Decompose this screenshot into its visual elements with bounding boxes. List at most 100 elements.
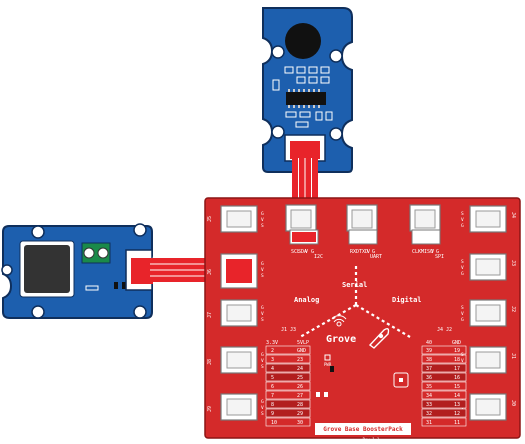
svg-text:V: V bbox=[261, 405, 264, 411]
board-title: Grove Base BoosterPack bbox=[323, 426, 403, 433]
pin-number: 33 bbox=[426, 402, 432, 408]
pin-row bbox=[265, 381, 311, 391]
svg-text:S: S bbox=[261, 223, 264, 229]
svg-text:S: S bbox=[261, 273, 264, 279]
pin-row bbox=[421, 345, 467, 355]
pin-label: TXD bbox=[359, 249, 368, 255]
pin-number: 25 bbox=[297, 375, 303, 381]
pwr-led bbox=[324, 354, 331, 361]
svg-text:V: V bbox=[461, 265, 464, 271]
label-digital: Digital bbox=[392, 296, 422, 304]
mount-hole bbox=[133, 223, 147, 237]
cable-plug bbox=[131, 258, 153, 284]
svg-text:3.3V: 3.3V bbox=[266, 340, 278, 346]
header-label-i2c: I2C bbox=[314, 254, 323, 260]
svg-text:G: G bbox=[461, 317, 464, 323]
svg-text:J3: J3 bbox=[510, 260, 516, 266]
svg-text:S: S bbox=[461, 259, 464, 265]
svg-text:PWR: PWR bbox=[324, 362, 332, 367]
mount-hole bbox=[1, 264, 13, 276]
svg-text:V: V bbox=[261, 217, 264, 223]
svg-text:J9: J9 bbox=[207, 406, 213, 412]
mount-hole bbox=[329, 127, 343, 141]
pin-row bbox=[421, 408, 467, 418]
pin-number: 13 bbox=[454, 402, 460, 408]
pin-number: 23 bbox=[297, 357, 303, 363]
pin-number: 16 bbox=[454, 375, 460, 381]
svg-text:G: G bbox=[461, 271, 464, 277]
header-label-spi: SPI bbox=[435, 254, 444, 260]
right-port-j3: J3 SVG bbox=[461, 253, 516, 281]
pin-label: V bbox=[431, 249, 434, 255]
svg-text:J7: J7 bbox=[207, 312, 213, 318]
pin-number: 12 bbox=[454, 411, 460, 417]
right-port-j2: J2 SVG bbox=[461, 299, 516, 327]
pin-row bbox=[265, 345, 311, 355]
pin-number: 3 bbox=[271, 357, 274, 363]
mount-hole bbox=[31, 305, 45, 319]
pin-number: 4 bbox=[271, 366, 274, 372]
pin-number: 6 bbox=[271, 384, 274, 390]
pin-row bbox=[265, 363, 311, 373]
svg-text:G: G bbox=[261, 261, 264, 267]
pin-label: V bbox=[367, 249, 370, 255]
board-title-plate bbox=[315, 423, 411, 435]
left-port-j6: J6 GVS bbox=[207, 253, 264, 289]
pin-number: 34 bbox=[426, 393, 432, 399]
svg-text:40: 40 bbox=[426, 340, 432, 346]
pin-label: V bbox=[305, 249, 308, 255]
svg-text:V: V bbox=[461, 358, 464, 364]
pin-row bbox=[265, 399, 311, 409]
mount-hole bbox=[133, 305, 147, 319]
svg-text:S: S bbox=[261, 317, 264, 323]
svg-text:G: G bbox=[261, 211, 264, 217]
pin-row bbox=[421, 354, 467, 364]
pin-number: 7 bbox=[271, 393, 274, 399]
pin-row bbox=[265, 372, 311, 382]
svg-text:V: V bbox=[461, 311, 464, 317]
pin-number: 32 bbox=[426, 411, 432, 417]
right-port-j1: J1 SVG bbox=[461, 346, 516, 374]
svg-text:GND: GND bbox=[452, 340, 461, 346]
mount-hole bbox=[329, 49, 343, 63]
pin-number: 14 bbox=[454, 393, 460, 399]
pin-number: 36 bbox=[426, 375, 432, 381]
svg-text:G: G bbox=[261, 305, 264, 311]
cable-plug bbox=[290, 141, 320, 159]
svg-text:J4 J2: J4 J2 bbox=[437, 327, 452, 333]
lcd-display-icon bbox=[24, 245, 70, 293]
ic-chip bbox=[286, 92, 326, 105]
pin-number: 30 bbox=[297, 420, 303, 426]
svg-text:V: V bbox=[261, 267, 264, 273]
pin-label: SCL bbox=[291, 249, 300, 255]
top-socket-spi bbox=[409, 204, 441, 245]
pin-number: 24 bbox=[297, 366, 303, 372]
left-port-j7: J7 GVS bbox=[207, 299, 264, 327]
pin-number: 10 bbox=[271, 420, 277, 426]
pin-row bbox=[265, 354, 311, 364]
pin-row bbox=[265, 417, 311, 427]
svg-text:G: G bbox=[261, 352, 264, 358]
header-label-uart: UART bbox=[370, 254, 382, 260]
pin-label: SDA bbox=[298, 249, 307, 255]
left-port-j5: J5 GVS bbox=[207, 205, 264, 233]
boosterpack-board: SCL SDA V G I2C RXD TXD V G UART CLK MIS… bbox=[204, 197, 521, 442]
rocket-logo-icon bbox=[368, 327, 390, 349]
pin-number: 39 bbox=[426, 348, 432, 354]
mount-hole bbox=[271, 45, 285, 59]
svg-text:J4: J4 bbox=[510, 212, 516, 218]
svg-text:J8: J8 bbox=[207, 359, 213, 365]
label-analog: Analog bbox=[294, 296, 319, 304]
svg-text:J2: J2 bbox=[510, 306, 516, 312]
pin-label: G bbox=[372, 249, 375, 255]
pin-number: 8 bbox=[271, 402, 274, 408]
pin-number: 18 bbox=[454, 357, 460, 363]
brand-logo: Grove bbox=[326, 334, 356, 345]
pin-row bbox=[265, 390, 311, 400]
svg-text:S: S bbox=[261, 364, 264, 370]
left-port-j8: J8 GVS bbox=[207, 346, 264, 374]
svg-text:G: G bbox=[261, 399, 264, 405]
board-revision: Rev 1.1 bbox=[363, 437, 380, 442]
pin-number: 9 bbox=[271, 411, 274, 417]
